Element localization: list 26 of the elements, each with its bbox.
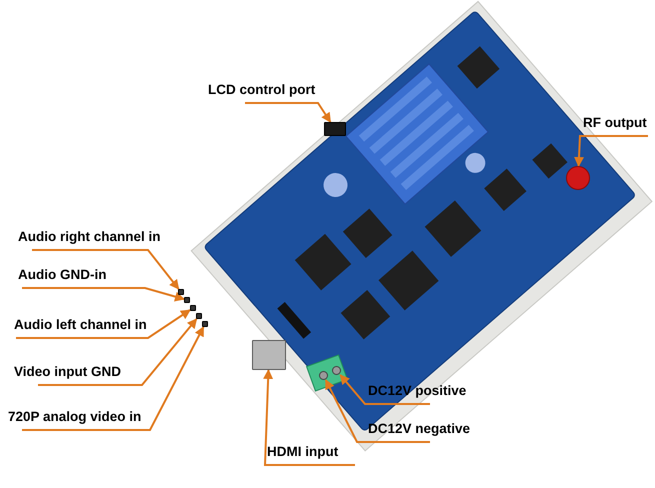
leader-line [324,379,430,443]
leader-line [16,309,191,339]
leader-line [22,326,204,431]
leader-line [245,102,332,123]
pin-header [324,122,346,136]
callout-label: Audio right channel in [18,228,160,250]
callout-label: Audio left channel in [14,316,147,338]
leader-line [574,135,648,167]
callout-label: 720P analog video in [8,408,142,430]
callout-label: Audio GND-in [18,266,106,288]
leader-line [38,318,198,386]
callout-label: DC12V negative [368,420,470,442]
hdmi-port [252,340,286,370]
callout-label: HDMI input [267,443,338,465]
leader-line [263,369,355,466]
callout-label: DC12V positive [368,382,466,404]
leader-line [32,249,180,290]
leader-line [22,287,185,302]
header-pin [202,321,208,327]
callout-label: Video input GND [14,363,121,385]
header-pin [178,289,184,295]
header-pin [196,313,202,319]
header-pin [190,305,196,311]
callout-label: RF output [583,114,647,136]
callout-label: LCD control port [208,81,316,103]
header-pin [184,297,190,303]
